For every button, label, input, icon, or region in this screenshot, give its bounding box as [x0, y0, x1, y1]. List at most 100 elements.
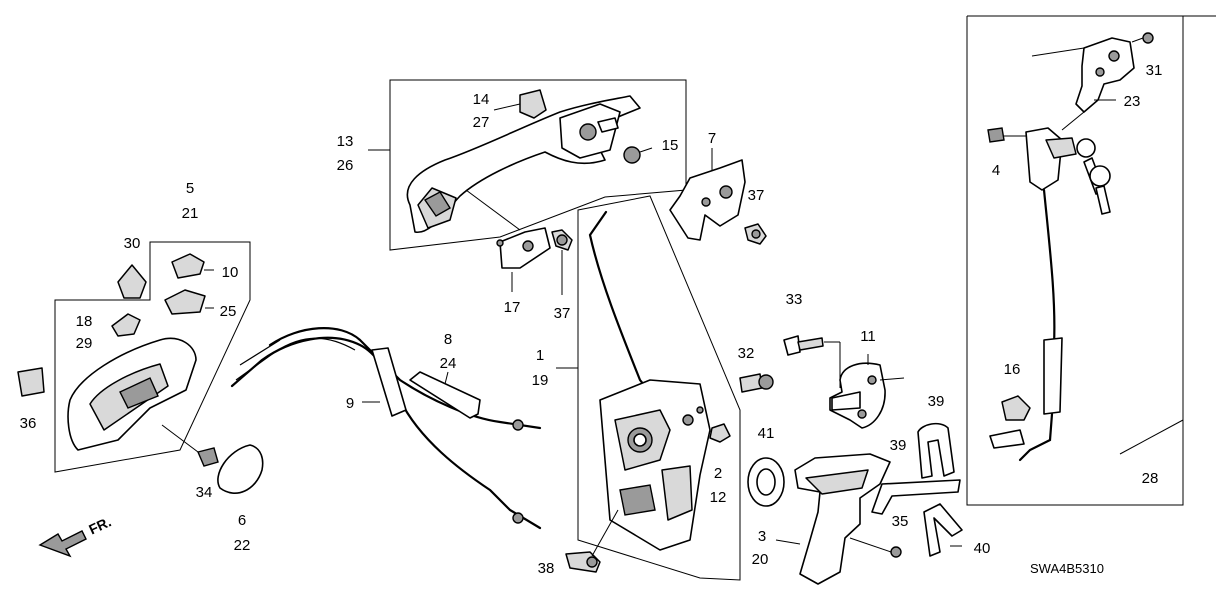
seal-41 [747, 457, 785, 507]
label-32: 32 [738, 345, 755, 362]
label-19: 19 [532, 372, 549, 389]
label-31: 31 [1146, 62, 1163, 79]
handle-grommet-15 [623, 146, 641, 164]
bolt-37a [551, 229, 573, 251]
label-11: 11 [860, 328, 876, 345]
bolt-33 [783, 335, 824, 356]
leader-cyl-b [1061, 111, 1085, 131]
clip-31 [1142, 32, 1154, 44]
label-24: 24 [440, 355, 457, 372]
leader-cyl-a [1031, 47, 1085, 57]
label-17: 17 [504, 299, 521, 316]
label-21: 21 [182, 205, 199, 222]
cylinder-rod-end [989, 429, 1025, 449]
screw-34 [197, 447, 219, 467]
label-14: 14 [473, 91, 490, 108]
front-direction-arrow-icon [38, 530, 87, 558]
clip-35 [890, 546, 902, 558]
door-lock-rod [588, 210, 654, 397]
screw-4 [987, 127, 1005, 143]
diagram-code: SWA4B5310 [1030, 561, 1104, 576]
cylinder-bracket-23 [1075, 37, 1135, 113]
label-8: 8 [444, 331, 452, 348]
label-38: 38 [538, 560, 555, 577]
lock-cylinder [1025, 127, 1077, 191]
cable-sleeve-9 [371, 347, 407, 417]
callout-labels: 1 19 2 12 3 20 4 5 21 6 22 7 8 24 9 10 1… [20, 62, 1163, 577]
leader-8 [444, 371, 449, 385]
label-35: 35 [892, 513, 909, 530]
latch-clip-2 [709, 423, 731, 443]
label-1: 1 [536, 347, 544, 364]
front-marker-label: FR. [86, 513, 113, 537]
leader-15 [639, 147, 653, 153]
handle-base-17 [496, 227, 551, 269]
lock-cable [239, 326, 542, 430]
label-4: 4 [992, 162, 1000, 179]
label-3: 3 [758, 528, 766, 545]
inner-handle-group-box [54, 241, 251, 473]
label-7: 7 [708, 130, 716, 147]
label-5: 5 [186, 180, 194, 197]
cylinder-rod [1018, 188, 1063, 462]
leader-35 [849, 537, 892, 553]
leader-38 [591, 509, 619, 557]
leader-31 [1131, 37, 1144, 43]
leader-14 [493, 103, 521, 111]
label-37a: 37 [554, 305, 571, 322]
inner-handle-clip-25 [164, 289, 206, 315]
leader-28 [1119, 419, 1184, 455]
label-10: 10 [222, 264, 239, 281]
label-30: 30 [124, 235, 141, 252]
leader-3 [775, 539, 801, 545]
label-23: 23 [1124, 93, 1141, 110]
label-2: 2 [714, 465, 722, 482]
outer-handle-group-box [389, 79, 687, 251]
rod-39-lower [871, 479, 961, 515]
label-20: 20 [752, 551, 769, 568]
label-28: 28 [1142, 470, 1159, 487]
latch-protector [794, 453, 891, 585]
cable-end-latch-a [512, 419, 524, 431]
rod-39-upper [917, 422, 955, 479]
label-39a: 39 [928, 393, 945, 410]
label-16: 16 [1004, 361, 1021, 378]
label-9: 9 [346, 395, 354, 412]
inner-door-handle [67, 337, 197, 451]
handle-cap-6 [217, 444, 264, 494]
latch-group-box [577, 195, 741, 581]
label-33: 33 [786, 291, 803, 308]
label-40: 40 [974, 540, 991, 557]
bolt-32 [739, 373, 774, 393]
leader-handle-base [465, 189, 521, 231]
lock-cylinder-group-box [966, 15, 1216, 506]
latch-bolt-38 [565, 551, 601, 573]
label-41: 41 [758, 425, 775, 442]
handle-bracket-7 [669, 159, 746, 241]
inner-handle-clip-10 [171, 253, 205, 279]
label-26: 26 [337, 157, 354, 174]
outer-door-handle [406, 95, 641, 233]
label-29: 29 [76, 335, 93, 352]
rod-40 [923, 503, 963, 557]
bezel-clip-36 [17, 367, 45, 397]
handle-clip-14 [519, 89, 547, 119]
inner-handle-spring-18 [111, 313, 141, 337]
inner-handle-cover-30 [117, 264, 147, 299]
striker-leader-b [879, 377, 905, 381]
bolt-37b [744, 223, 767, 245]
label-39b: 39 [890, 437, 907, 454]
label-18: 18 [76, 313, 93, 330]
label-36: 36 [20, 415, 37, 432]
label-13: 13 [337, 133, 354, 150]
rod-clip-16 [1001, 395, 1031, 421]
label-37b: 37 [748, 187, 765, 204]
leader-34 [161, 424, 199, 453]
label-25: 25 [220, 303, 237, 320]
door-lock-actuator [599, 379, 711, 551]
label-34: 34 [196, 484, 213, 501]
key-b [1089, 165, 1111, 215]
label-12: 12 [710, 489, 727, 506]
door-striker-11 [829, 362, 886, 429]
